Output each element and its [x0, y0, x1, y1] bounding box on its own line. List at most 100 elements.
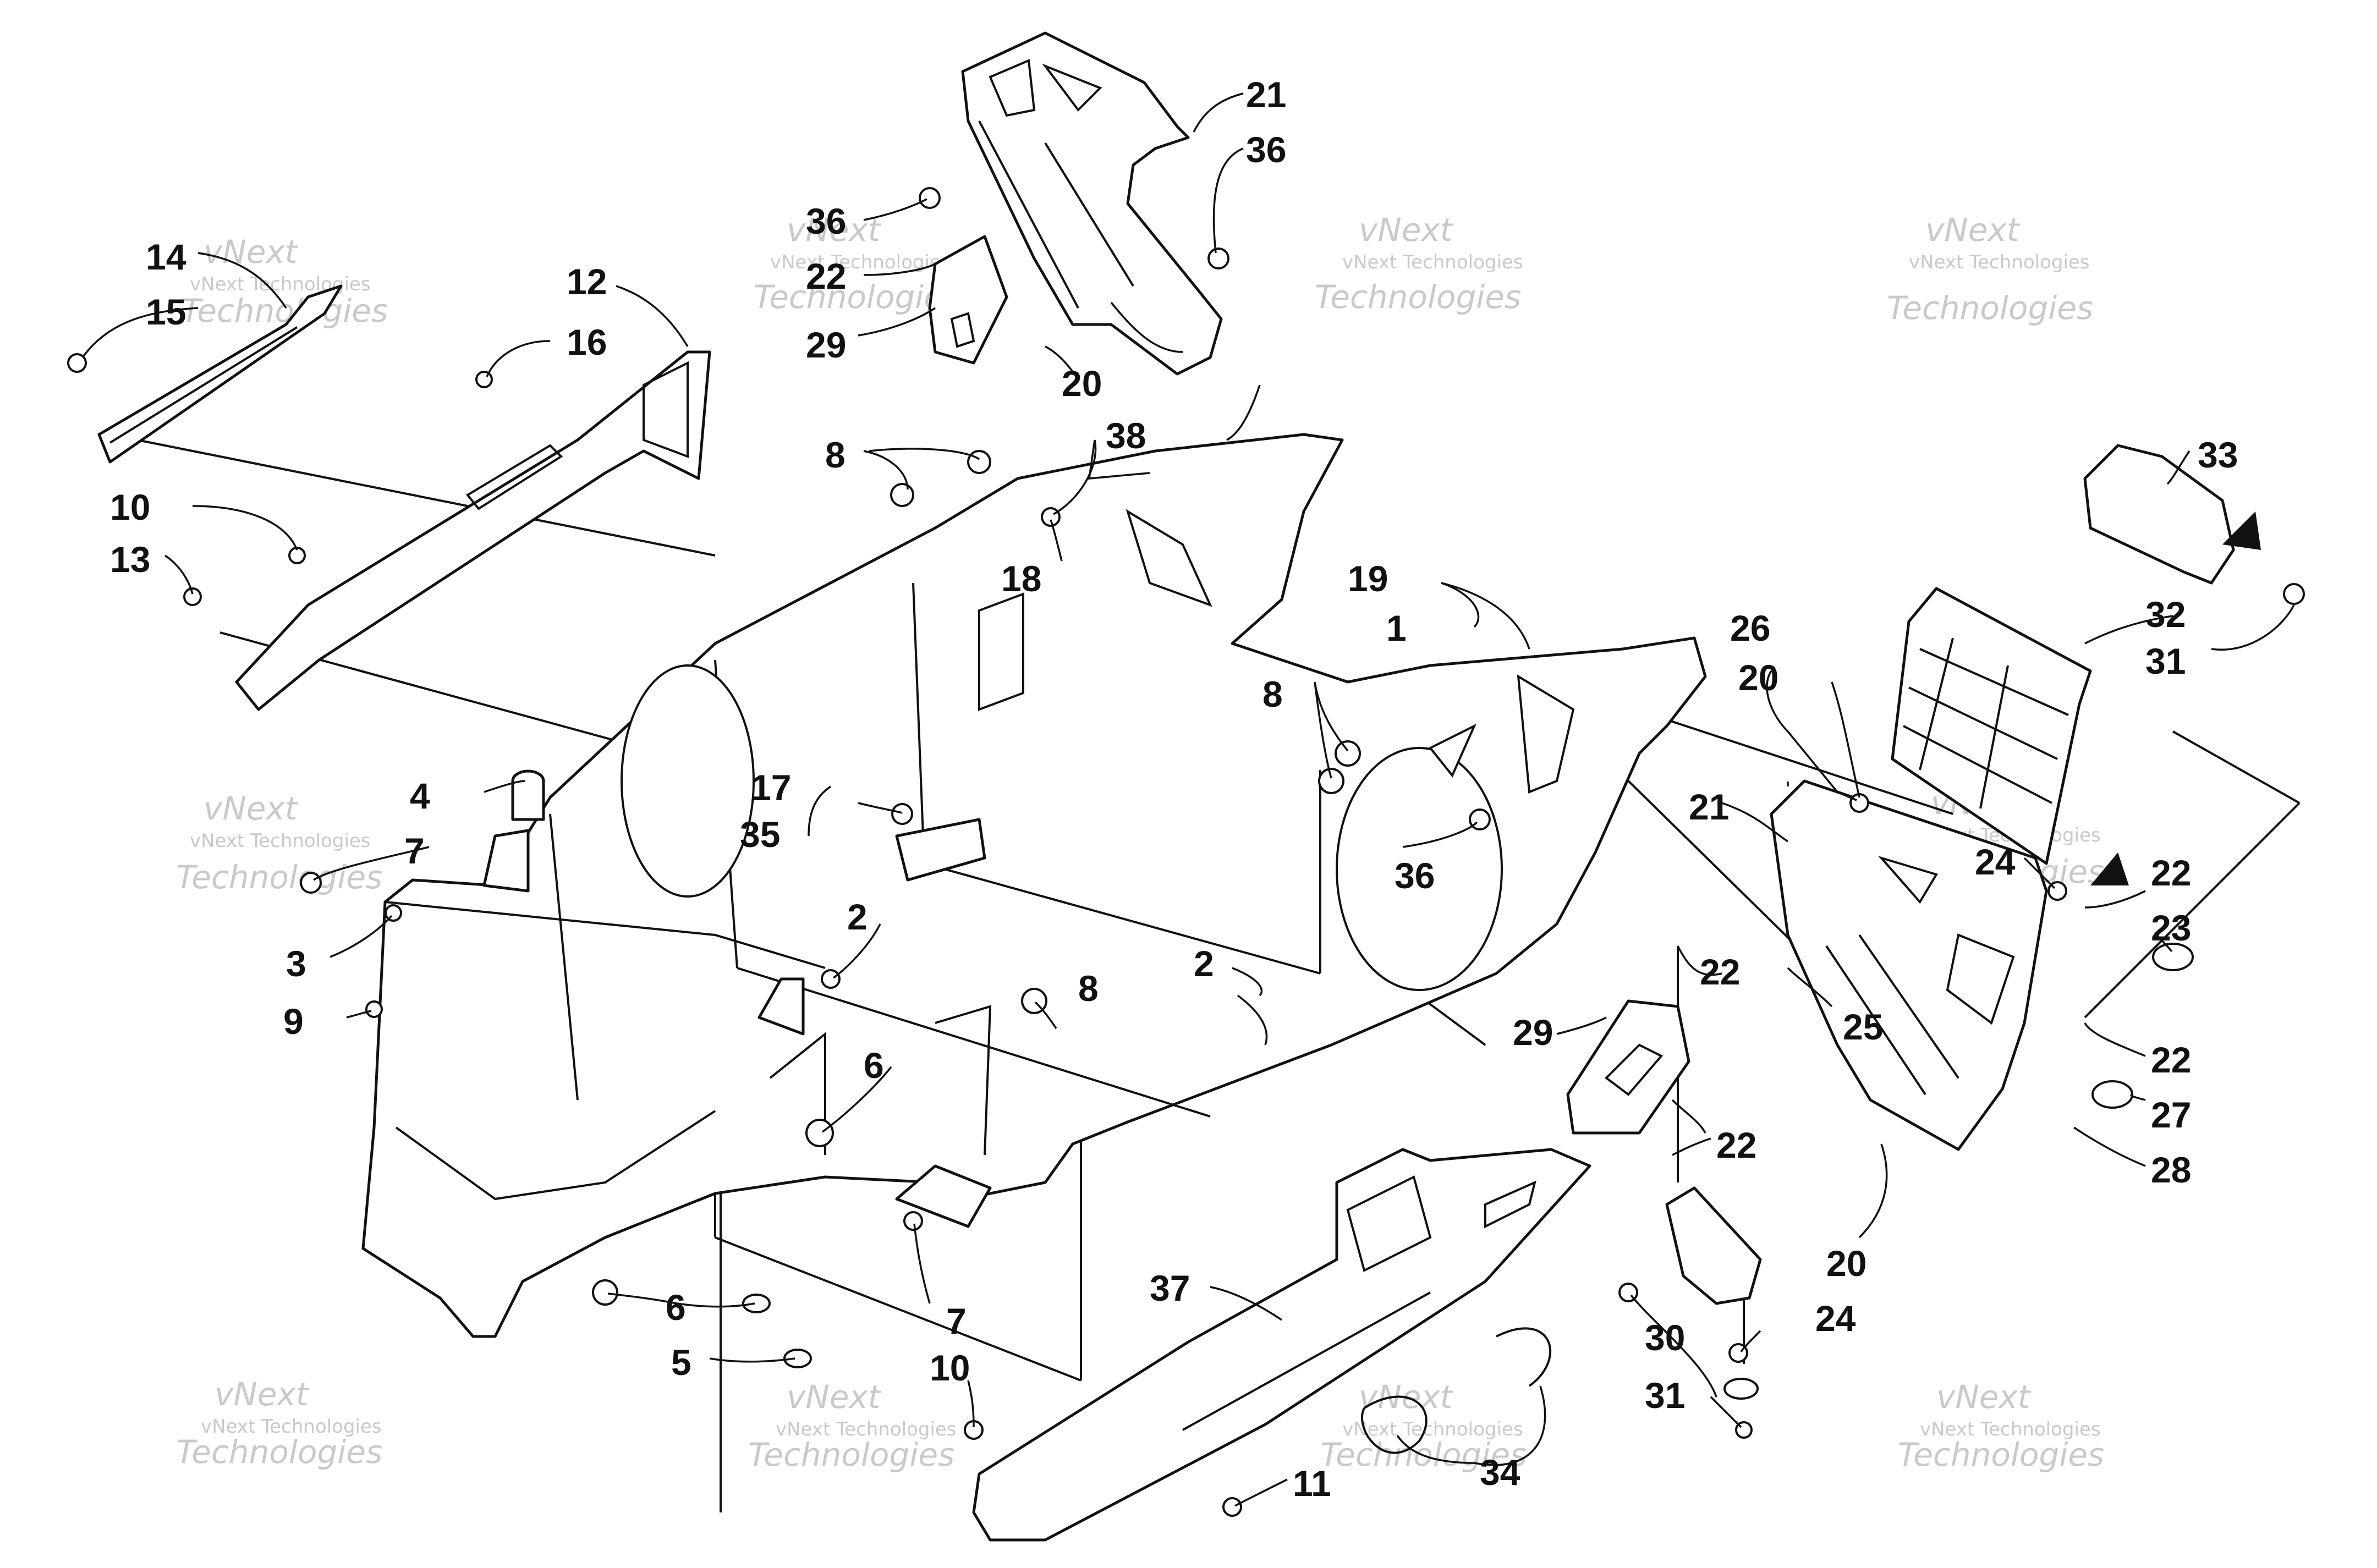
callout-37: 37: [1150, 1268, 1190, 1308]
nut-36-top: [919, 187, 941, 209]
callout-8-mid: 8: [1262, 674, 1283, 714]
callout-22-top: 22: [806, 256, 846, 296]
callout-31-lower: 31: [1645, 1375, 1685, 1416]
callout-1: 1: [1386, 608, 1407, 648]
watermark-4: vNext Technologies vNext Technologies: [1887, 211, 2093, 327]
callout-17: 17: [751, 767, 791, 808]
watermark-small-text: vNext Technologies: [201, 1416, 382, 1438]
watermark-12: vNext Technologies vNext Technologies: [1898, 1378, 2104, 1473]
arrow-marker-mid: [2090, 852, 2129, 885]
bushing-8-mid-a: [1335, 740, 1361, 767]
callout-24-upper: 24: [1975, 841, 2016, 882]
callout-6-lower: 6: [666, 1287, 686, 1328]
bushing-6-lower: [592, 1279, 618, 1306]
grommet-27: [2091, 1080, 2133, 1109]
callout-22-right-top: 22: [2151, 852, 2191, 893]
direction-arrows: [2090, 511, 2261, 885]
part-33-shield: [2083, 444, 2235, 585]
callout-3: 3: [286, 943, 306, 984]
arrow-marker-top: [2222, 511, 2261, 550]
part-37-lower-rail: [972, 1148, 1591, 1542]
callout-22-lower: 22: [1716, 1125, 1756, 1165]
watermark-small-text: vNext Technologies: [1342, 251, 1523, 273]
watermark-1: vNext Technologies vNext Technologies: [182, 233, 388, 329]
leader-lines: [81, 92, 2295, 1507]
callout-16: 16: [567, 322, 607, 362]
part-4-bushing: [482, 769, 545, 893]
part-21-right-plate: [1770, 779, 2048, 1151]
stud-3: [385, 904, 402, 922]
callout-12: 12: [567, 261, 607, 302]
bolt-15: [67, 353, 87, 373]
callout-29-right: 29: [1513, 1012, 1553, 1053]
part-14-upper-rail: [97, 284, 343, 464]
callout-14: 14: [146, 236, 186, 277]
callout-4: 4: [410, 775, 430, 816]
watermark-small-text: vNext Technologies: [190, 830, 371, 852]
callout-31-top: 31: [2145, 641, 2186, 681]
bolt-9: [365, 1000, 383, 1018]
watermark-tech-text: Technologies: [754, 278, 960, 316]
nut-7-right: [903, 1211, 923, 1231]
watermark-small-text: vNext Technologies: [1909, 251, 2090, 273]
watermark-vnext-text: vNext: [1936, 1378, 2032, 1416]
watermark-small-text: vNext Technologies: [190, 273, 371, 295]
callout-34: 34: [1480, 1452, 1520, 1493]
washer-6: [742, 1294, 771, 1313]
suspension-tubes: [757, 818, 992, 1228]
watermark-vnext-text: vNext: [215, 1376, 310, 1413]
watermark-9: vNext Technologies vNext Technologies: [176, 1376, 382, 1471]
grommet-23: [2152, 943, 2194, 971]
watermark-vnext-text: vNext: [204, 790, 299, 827]
watermark-vnext-text: vNext: [787, 1378, 882, 1416]
part-30-plate: [1665, 1186, 1762, 1305]
watermark-vnext-text: vNext: [204, 233, 299, 271]
callout-26: 26: [1730, 608, 1770, 648]
watermark-10: vNext Technologies vNext Technologies: [748, 1378, 957, 1473]
bolt-13: [183, 587, 202, 606]
callout-18: 18: [1001, 558, 1041, 599]
callout-33: 33: [2198, 434, 2238, 475]
callout-27: 27: [2151, 1094, 2191, 1135]
nut-7-left: [300, 872, 322, 894]
callout-25: 25: [1843, 1006, 1883, 1047]
watermark-vnext-text: vNext: [787, 211, 882, 249]
bolt-11: [1222, 1497, 1242, 1517]
watermark-tech-text: Technologies: [1315, 278, 1521, 316]
callout-2-right: 2: [1194, 943, 1214, 984]
watermark-tech-text: Technologies: [748, 1436, 954, 1473]
callout-8-top: 8: [825, 434, 846, 475]
callout-36-right: 36: [1246, 129, 1286, 170]
nut-36-right: [1207, 247, 1229, 269]
bolt-31-top: [2283, 583, 2305, 605]
callout-20-mid: 20: [1738, 657, 1778, 698]
watermark-tech-text: Technologies: [1887, 289, 2093, 327]
watermark-5: vNext Technologies vNext Technologies: [176, 790, 382, 896]
part-21-upper-bracket: [961, 31, 1223, 376]
callout-20-top: 20: [1062, 363, 1102, 404]
callout-15: 15: [146, 291, 186, 332]
callout-35: 35: [740, 814, 780, 855]
watermark-tech-text: Technologies: [1898, 1436, 2104, 1473]
callout-11: 11: [1293, 1463, 1331, 1504]
callout-8-lower: 8: [1078, 968, 1099, 1009]
callout-9: 9: [283, 1001, 304, 1042]
watermark-small-text: vNext Technologies: [776, 1418, 957, 1440]
watermark-small-text: vNext Technologies: [1920, 1418, 2101, 1440]
callout-29-top: 29: [806, 324, 846, 365]
bolt-10-left: [288, 547, 306, 564]
washer-31: [1723, 1378, 1759, 1400]
callout-7-left: 7: [404, 830, 425, 871]
bushing-8-mid-b: [1318, 768, 1344, 794]
part-34-cable: [1361, 1327, 1552, 1454]
callout-21-right: 21: [1689, 786, 1729, 827]
callout-24-lower: 24: [1815, 1298, 1856, 1339]
callout-5: 5: [671, 1342, 691, 1383]
callout-2-left: 2: [847, 896, 868, 937]
callout-labels: 1 2 2 3 4 5 6 6 7 7 8 8 8 9 10 10 11 12 …: [110, 74, 2238, 1504]
callout-10-upper: 10: [110, 487, 150, 527]
watermark-tech-text: Technologies: [176, 1433, 382, 1471]
callout-10-lower: 10: [930, 1347, 970, 1388]
callout-19: 19: [1348, 558, 1388, 599]
